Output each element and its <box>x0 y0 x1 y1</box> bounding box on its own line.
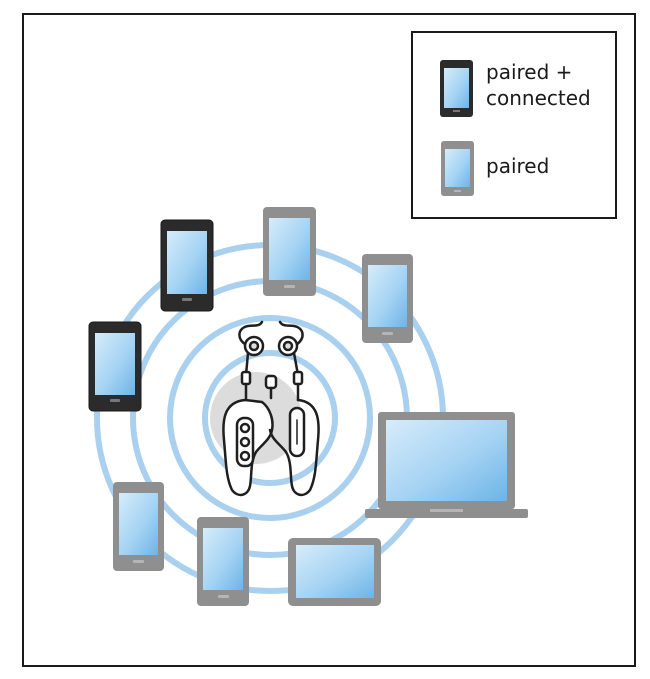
phone-connected-top <box>160 219 214 312</box>
smartphone-icon <box>441 141 474 196</box>
smartphone-icon <box>440 60 473 117</box>
phone-paired-bottom-left <box>113 482 164 571</box>
tablet-icon <box>288 538 381 606</box>
legend-paired-label: paired <box>486 154 550 178</box>
phone-connected-left <box>88 321 142 412</box>
phone-paired-right <box>362 254 413 343</box>
earbuds-icon <box>222 320 320 497</box>
signal-ring-2 <box>167 315 373 521</box>
phone-paired-bottom <box>197 517 249 606</box>
legend-connected-label-line2: connected <box>486 86 591 110</box>
laptop-icon <box>365 412 528 518</box>
phone-paired-top <box>263 207 316 296</box>
signal-ring-1 <box>202 350 338 486</box>
legend-connected-label-line1: paired + <box>486 60 573 84</box>
